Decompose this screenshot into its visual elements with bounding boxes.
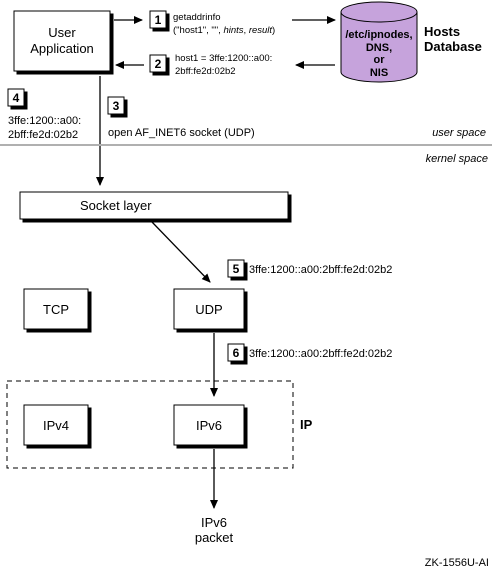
user-application-box: User Application xyxy=(13,10,111,72)
step-5-badge: 5 xyxy=(227,259,245,278)
user-application-label-line1: User xyxy=(48,25,76,40)
reply-host-line1: host1 = 3ffe:1200::a00: xyxy=(175,53,272,64)
step4-address-line2: 2bff:fe2d:02b2 xyxy=(8,129,78,141)
svg-text:6: 6 xyxy=(233,346,240,360)
step-3-badge: 3 xyxy=(107,96,125,115)
kernel-space-label: kernel space xyxy=(426,153,488,165)
udp-box: UDP xyxy=(173,288,245,330)
hosts-db-source-line3: or xyxy=(374,54,386,66)
svg-text:4: 4 xyxy=(13,91,20,105)
udp-label: UDP xyxy=(195,302,222,317)
reply-host-line2: 2bff:fe2d:02b2 xyxy=(175,66,236,77)
arrow-socket-to-udp xyxy=(151,221,211,283)
user-application-label-line2: Application xyxy=(30,41,94,56)
svg-text:5: 5 xyxy=(233,262,240,276)
hosts-db-source-line1: /etc/ipnodes, xyxy=(345,29,412,41)
getaddrinfo-call-args: ("host1", "", hints, result) xyxy=(173,25,275,36)
step-2-badge: 2 xyxy=(149,54,167,73)
tcp-box: TCP xyxy=(23,288,89,330)
step6-address: 3ffe:1200::a00:2bff:fe2d:02b2 xyxy=(249,348,392,360)
ipv4-box: IPv4 xyxy=(23,404,89,446)
ipv6-box: IPv6 xyxy=(173,404,245,446)
svg-text:3: 3 xyxy=(113,99,120,113)
user-space-label: user space xyxy=(432,127,486,139)
ipv4-label: IPv4 xyxy=(43,418,69,433)
hosts-db-source-line4: NIS xyxy=(370,67,388,79)
ip-layer-label: IP xyxy=(300,417,313,432)
step4-address-line1: 3ffe:1200::a00: xyxy=(8,115,81,127)
svg-text:2: 2 xyxy=(155,57,162,71)
step-6-badge: 6 xyxy=(227,343,245,362)
step5-address: 3ffe:1200::a00:2bff:fe2d:02b2 xyxy=(249,264,392,276)
hosts-database-cylinder: /etc/ipnodes, DNS, or NIS xyxy=(340,1,418,83)
ipv6-label: IPv6 xyxy=(196,418,222,433)
svg-text:1: 1 xyxy=(155,13,162,27)
ipv6-packet-line1: IPv6 xyxy=(201,515,227,530)
step-4-badge: 4 xyxy=(7,88,25,107)
hosts-db-source-line2: DNS, xyxy=(366,42,392,54)
ip-layer-container xyxy=(6,380,294,469)
socket-layer-box: Socket layer xyxy=(19,191,289,220)
socket-layer-label: Socket layer xyxy=(80,198,152,213)
tcp-label: TCP xyxy=(43,302,69,317)
step-1-badge: 1 xyxy=(149,10,167,29)
step3-open-socket-label: open AF_INET6 socket (UDP) xyxy=(108,127,255,139)
getaddrinfo-call-label: getaddrinfo xyxy=(173,12,221,23)
figure-id: ZK-1556U-AI xyxy=(425,557,489,569)
hosts-database-title-line2: Database xyxy=(424,39,482,54)
hosts-database-title-line1: Hosts xyxy=(424,24,460,39)
ipv6-packet-line2: packet xyxy=(195,530,234,545)
